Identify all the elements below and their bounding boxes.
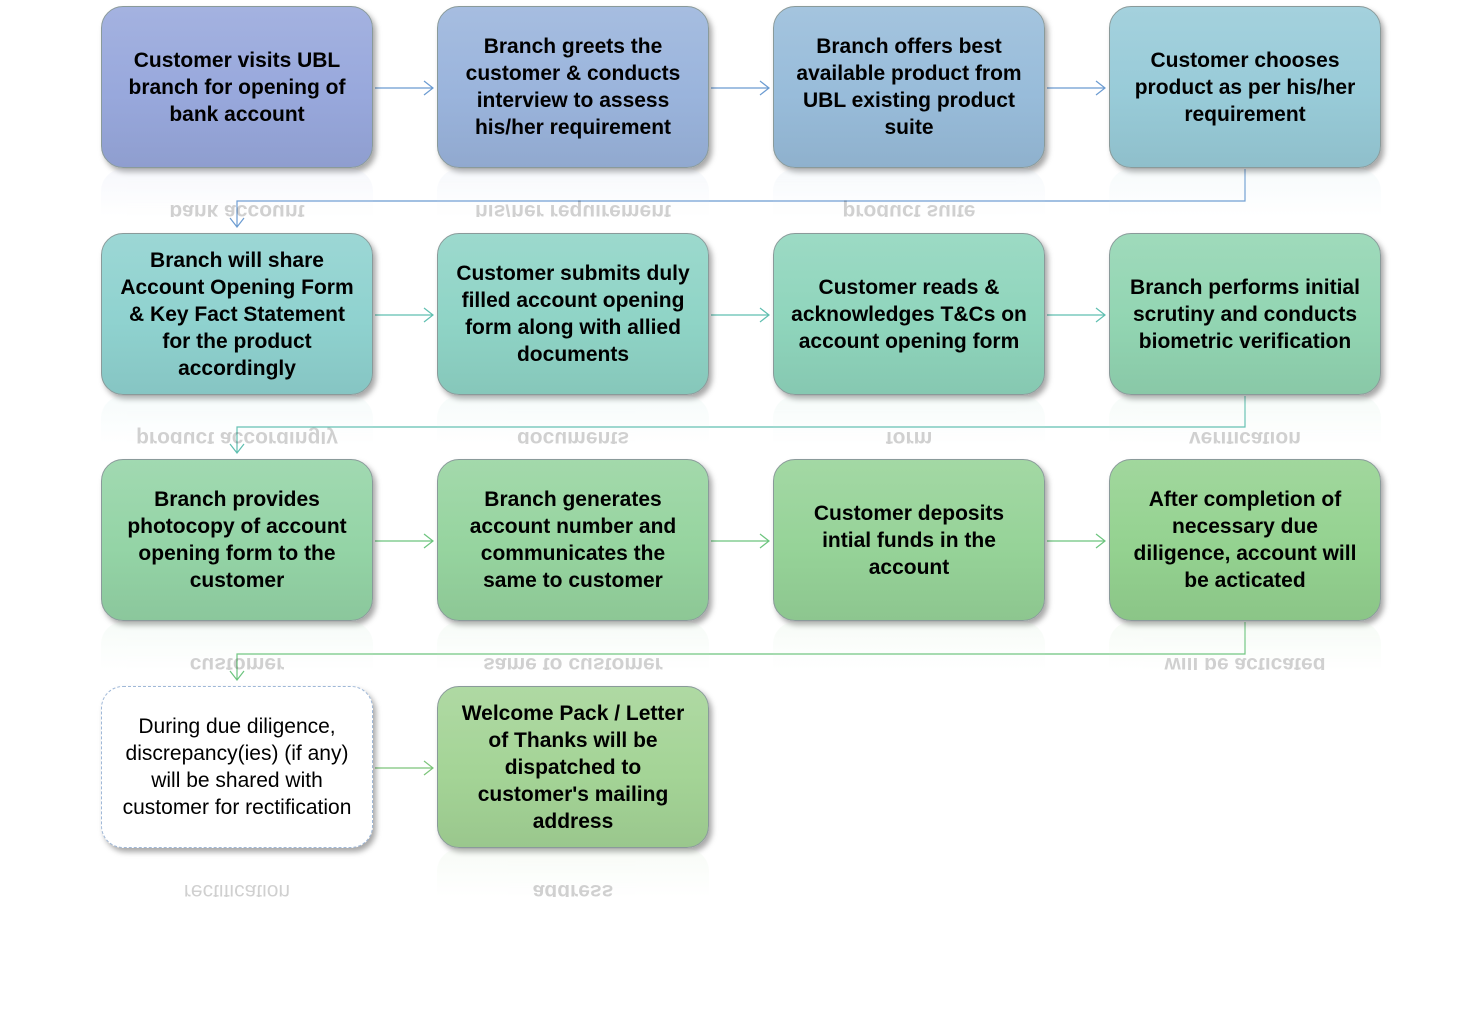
arrowhead: [423, 307, 434, 323]
arrowhead: [229, 670, 245, 681]
process-step-4: Customer chooses product as per his/her …: [1109, 6, 1381, 168]
step-reflection: product suite: [773, 169, 1045, 217]
step-reflection: customer: [101, 622, 373, 670]
process-step-label: Customer reads & acknowledges T&Cs on ac…: [791, 275, 1027, 353]
step-reflection-text: his/her requirement: [474, 200, 672, 217]
step-reflection: [1109, 169, 1381, 217]
process-step-3: Branch offers best available product fro…: [773, 6, 1045, 168]
arrowhead: [759, 80, 770, 96]
process-step-1: Customer visits UBL branch for opening o…: [101, 6, 373, 168]
step-reflection-text: product suite: [842, 200, 976, 217]
step-reflection-text: product accordingly: [136, 427, 338, 444]
process-step-label: After completion of necessary due dilige…: [1133, 488, 1357, 592]
arrowhead: [1095, 80, 1106, 96]
process-step-label: During due diligence, discrepancy(ies) (…: [122, 715, 352, 819]
arrowhead: [759, 307, 770, 323]
step-reflection-text: will be acticated: [1164, 653, 1326, 670]
process-step-label: Customer deposits intial funds in the ac…: [813, 501, 1005, 579]
process-step-label: Branch generates account number and comm…: [469, 488, 677, 592]
process-step-13: During due diligence, discrepancy(ies) (…: [101, 686, 373, 848]
step-reflection: address: [437, 849, 709, 897]
connector-wrap-arrow: [236, 622, 1246, 680]
arrowhead: [423, 80, 434, 96]
arrowhead: [423, 760, 434, 776]
arrowhead: [229, 443, 245, 454]
arrowhead: [759, 533, 770, 549]
connector-wrap-arrow: [236, 396, 1246, 453]
step-reflection: [773, 622, 1045, 670]
step-reflection: will be acticated: [1109, 622, 1381, 670]
process-step-12: After completion of necessary due dilige…: [1109, 459, 1381, 621]
process-step-label: Customer visits UBL branch for opening o…: [128, 48, 346, 126]
process-step-label: Branch greets the customer & conducts in…: [465, 35, 681, 139]
arrowhead: [423, 533, 434, 549]
process-step-label: Branch provides photocopy of account ope…: [127, 488, 347, 592]
process-step-7: Customer reads & acknowledges T&Cs on ac…: [773, 233, 1045, 395]
connector-wrap-arrow: [236, 169, 1246, 227]
step-reflection: form: [773, 396, 1045, 444]
step-reflection-text: bank account: [169, 200, 305, 217]
process-step-label: Branch will share Account Opening Form &…: [120, 248, 354, 380]
process-step-14: Welcome Pack / Letter of Thanks will be …: [437, 686, 709, 848]
step-reflection-text: rectification: [183, 880, 291, 897]
process-step-2: Branch greets the customer & conducts in…: [437, 6, 709, 168]
step-reflection-text: customer: [189, 653, 285, 670]
step-reflection: same to customer: [437, 622, 709, 670]
process-step-11: Customer deposits intial funds in the ac…: [773, 459, 1045, 621]
process-step-label: Customer chooses product as per his/her …: [1134, 48, 1356, 126]
step-reflection-text: documents: [516, 427, 629, 444]
process-step-6: Customer submits duly filled account ope…: [437, 233, 709, 395]
step-reflection-text: form: [885, 427, 933, 444]
step-reflection: bank account: [101, 169, 373, 217]
step-reflection-text: address: [532, 880, 614, 897]
process-step-10: Branch generates account number and comm…: [437, 459, 709, 621]
process-step-label: Branch offers best available product fro…: [796, 35, 1022, 139]
step-reflection-text: same to customer: [483, 653, 663, 670]
process-step-label: Customer submits duly filled account ope…: [456, 262, 690, 366]
process-step-label: Branch performs initial scrutiny and con…: [1130, 275, 1360, 353]
arrowhead: [229, 217, 245, 228]
process-step-9: Branch provides photocopy of account ope…: [101, 459, 373, 621]
step-reflection: his/her requirement: [437, 169, 709, 217]
arrowhead: [1095, 307, 1106, 323]
step-reflection: verification: [1109, 396, 1381, 444]
step-reflection: rectification: [101, 849, 373, 897]
process-step-8: Branch performs initial scrutiny and con…: [1109, 233, 1381, 395]
process-step-5: Branch will share Account Opening Form &…: [101, 233, 373, 395]
step-reflection: product accordingly: [101, 396, 373, 444]
step-reflection: documents: [437, 396, 709, 444]
process-step-label: Welcome Pack / Letter of Thanks will be …: [461, 701, 685, 833]
step-reflection-text: verification: [1188, 427, 1302, 444]
arrowhead: [1095, 533, 1106, 549]
